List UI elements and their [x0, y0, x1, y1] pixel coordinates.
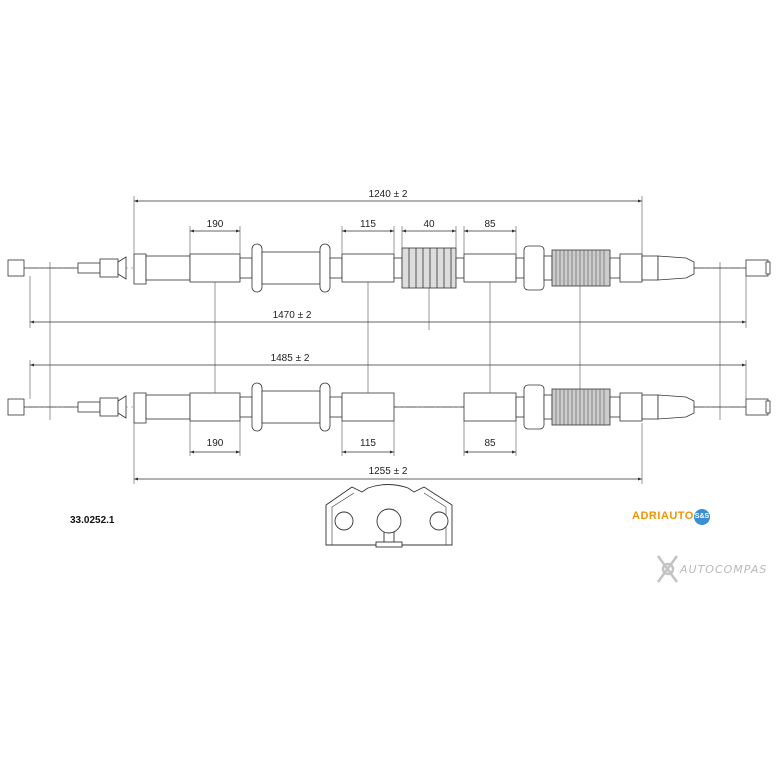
dim-bottom-overall: 1255 ± 2	[369, 466, 408, 477]
watermark: AUTOCOMPAS	[680, 563, 768, 576]
autocompas-logo-icon	[656, 555, 679, 583]
brand-badge-icon: S&S	[694, 509, 710, 525]
dim-bot-115: 115	[360, 438, 376, 449]
brand-logo: ADRIAUTO	[632, 510, 694, 522]
extension-lines	[29, 196, 747, 484]
dimension-lines	[30, 199, 746, 481]
mounting-bracket	[325, 484, 453, 548]
dim-top-115: 115	[360, 219, 376, 230]
dim-top-overall: 1240 ± 2	[369, 189, 408, 200]
part-number: 33.0252.1	[70, 515, 115, 526]
dim-bot-85: 85	[484, 438, 496, 449]
bottom-cable	[7, 382, 771, 432]
dim-bot-190: 190	[207, 438, 224, 449]
dim-1470: 1470 ± 2	[273, 310, 312, 321]
dim-top-40: 40	[423, 219, 435, 230]
dim-top-85: 85	[484, 219, 496, 230]
top-cable	[7, 243, 771, 293]
dim-top-190: 190	[207, 219, 224, 230]
dim-1485: 1485 ± 2	[271, 353, 310, 364]
